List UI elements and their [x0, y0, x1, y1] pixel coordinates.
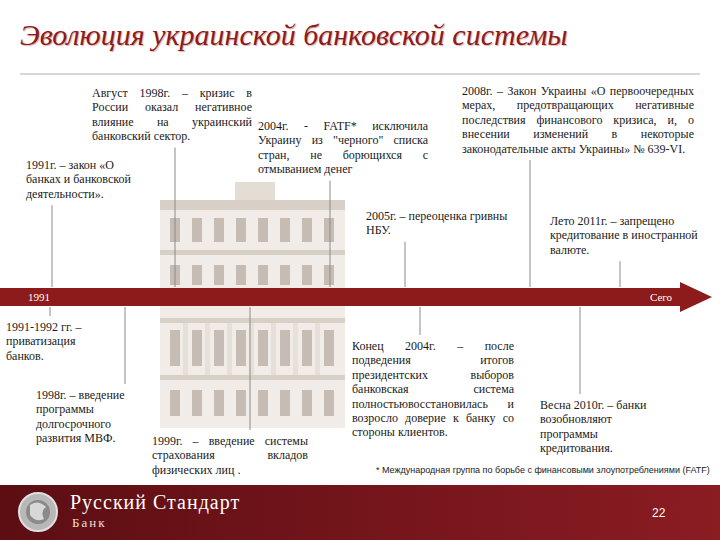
- leader-line: [420, 307, 421, 335]
- event-note: 1998г. – введение программы долгосрочног…: [36, 388, 152, 446]
- timeline-arrow: 1991 Сего: [0, 282, 712, 312]
- event-note: Конец 2004г. – после подведения итогов п…: [352, 339, 514, 440]
- leader-line: [405, 242, 406, 287]
- footer-band: Русский СтандартБанк 22: [0, 485, 720, 540]
- event-note: Весна 2010г. – банки возобновляют програ…: [540, 398, 665, 456]
- leader-line: [175, 148, 176, 287]
- bank-subtitle: Банк: [72, 516, 107, 531]
- leader-line: [620, 261, 621, 287]
- leader-line: [330, 181, 331, 287]
- timeline-start: 1991: [28, 291, 50, 304]
- leader-line: [580, 307, 581, 394]
- leader-line: [52, 205, 53, 287]
- leader-line: [125, 307, 126, 384]
- page-number: 22: [652, 507, 665, 521]
- footnote: * Международная группа по борьбе с финан…: [376, 465, 716, 476]
- leader-line: [250, 307, 251, 430]
- bank-name: Русский Стандарт: [70, 491, 240, 514]
- event-note: 1991-1992 гг. – приватизация банков.: [6, 320, 102, 363]
- leader-line: [530, 160, 531, 287]
- event-note: 1991г. – закон «О банках и банковской де…: [26, 158, 144, 201]
- timeline-end: Сего: [650, 291, 672, 304]
- title-underline: [20, 74, 700, 75]
- event-note: Август 1998г. – кризис в России оказал н…: [92, 86, 252, 144]
- slide-title: Эволюция украинской банковской системы: [20, 18, 568, 52]
- timeline-arrow-shape: [0, 282, 712, 312]
- event-note: 1999г. – введение системы страхования вк…: [152, 434, 308, 477]
- event-note: 2004г. - FATF* исключила Украину из "чер…: [258, 119, 428, 177]
- event-note: Лето 2011г. – запрещено кредитование в и…: [550, 214, 700, 257]
- event-note: 2005г. – переоценка гривны НБУ.: [366, 209, 514, 238]
- event-note: 2008г. – Закон Украины «О первоочередных…: [462, 84, 694, 156]
- leader-line: [50, 307, 51, 316]
